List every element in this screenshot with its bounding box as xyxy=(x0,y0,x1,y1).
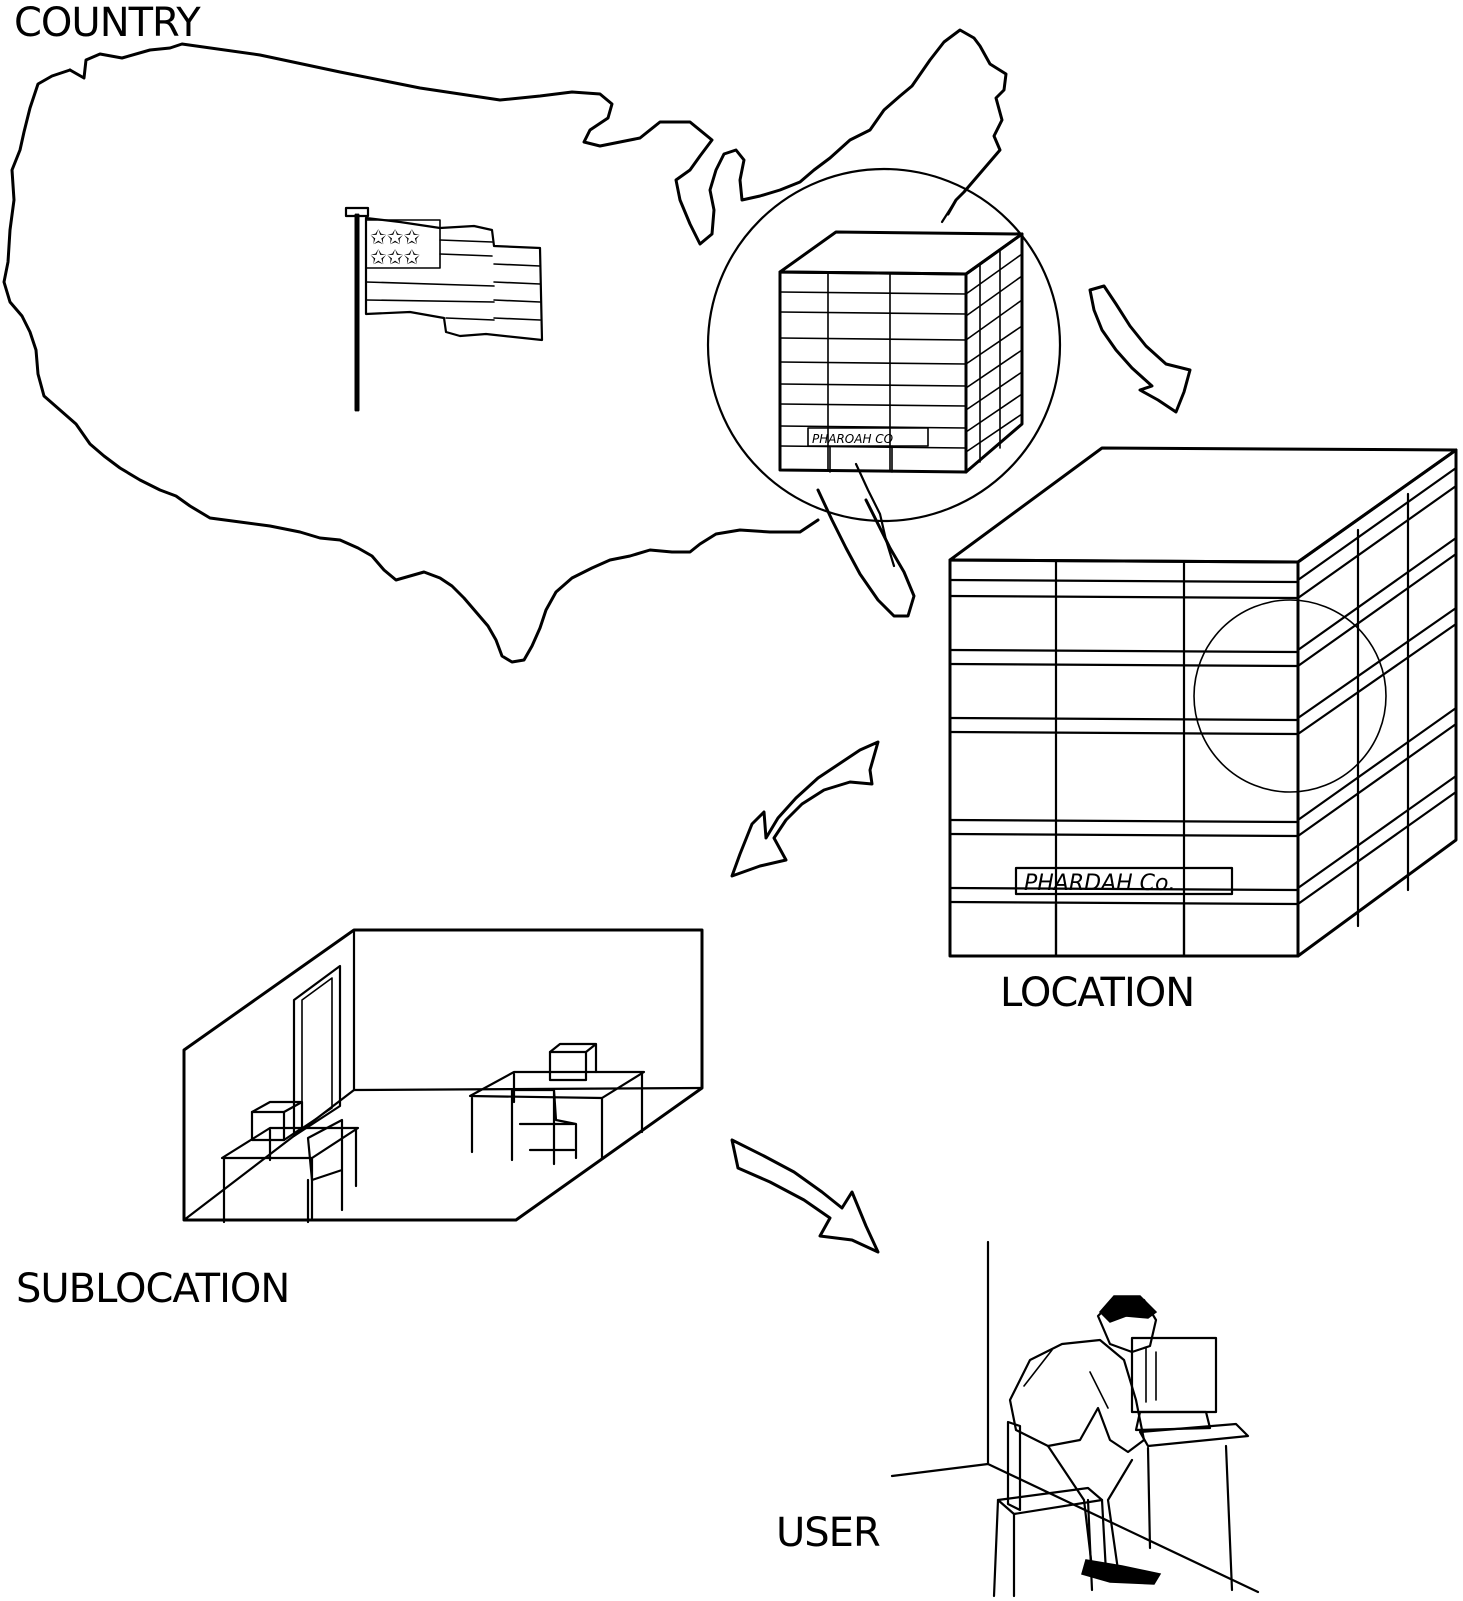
building-zoom-circle xyxy=(1193,599,1387,793)
person-at-computer xyxy=(890,1240,1260,1598)
usa-map-outline xyxy=(68,28,1008,246)
usa-map-gulf-coast xyxy=(2,68,820,664)
user-label: USER xyxy=(776,1510,880,1556)
small-building-sign: PHAROAH CO xyxy=(812,432,893,446)
arrow-to-user xyxy=(730,1138,880,1254)
usa-map-south-coast xyxy=(816,488,916,618)
monitor-icon xyxy=(1130,1336,1218,1414)
zoom-circle xyxy=(706,167,1062,523)
location-label: LOCATION xyxy=(1000,970,1194,1016)
country-label: COUNTRY xyxy=(14,0,201,46)
us-flag-icon: ✩✩✩ ✩✩✩ xyxy=(344,206,544,412)
sublocation-label: SUBLOCATION xyxy=(16,1266,289,1312)
office-room xyxy=(182,928,704,1224)
monitor-icon xyxy=(250,1110,286,1142)
pointer-line-bottom xyxy=(854,462,896,568)
large-office-building: PHARDAH Co. xyxy=(948,446,1458,958)
arrow-to-sublocation xyxy=(730,740,880,878)
arrow-to-location xyxy=(1088,284,1192,414)
small-office-building: PHAROAH CO xyxy=(778,230,1024,474)
large-building-sign: PHARDAH Co. xyxy=(1024,871,1176,896)
pointer-line-top xyxy=(940,198,958,224)
monitor-icon xyxy=(548,1050,588,1082)
svg-text:✩✩✩: ✩✩✩ xyxy=(370,225,421,249)
svg-text:✩✩✩: ✩✩✩ xyxy=(370,245,421,269)
